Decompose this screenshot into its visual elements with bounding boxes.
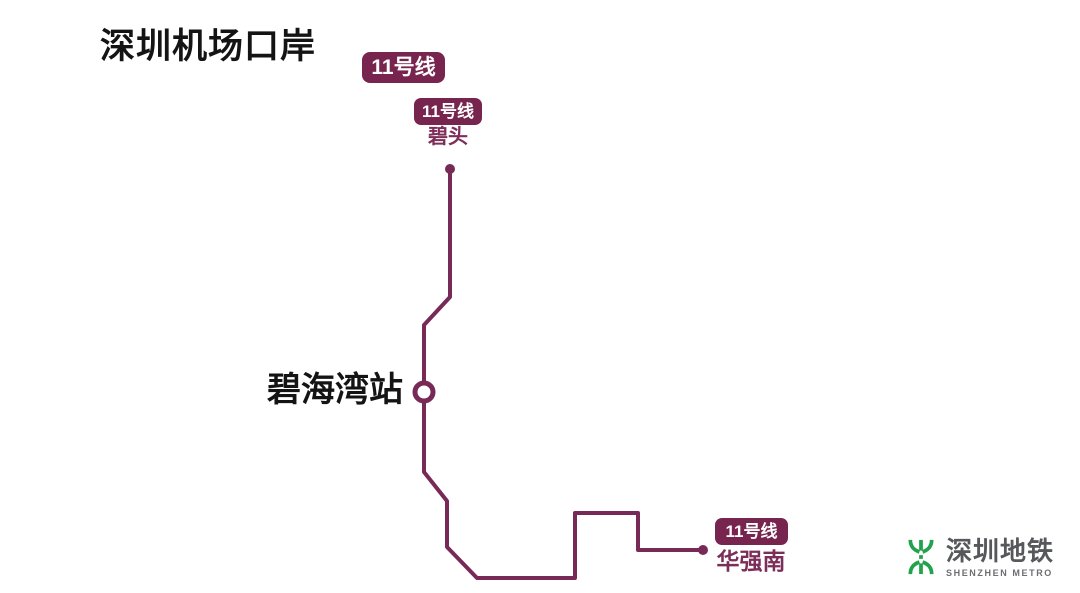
- line-11-badge: 11号线: [362, 52, 445, 83]
- station-label-huaqiangnan: 华强南: [716, 548, 786, 574]
- bitou-line-11-badge: 11号线: [414, 98, 482, 125]
- station-label-bitou: 碧头: [428, 126, 468, 148]
- bitou-terminus-dot: [445, 164, 455, 174]
- huaqiangnan-terminus-dot: [698, 545, 708, 555]
- shenzhen-metro-logo-icon: [908, 539, 934, 575]
- shenzhen-metro-logo: 深圳地铁 SHENZHEN METRO: [905, 538, 1054, 578]
- logo-name-cn: 深圳地铁: [946, 536, 1055, 566]
- page-title: 深圳机场口岸: [100, 27, 317, 66]
- line-11-path: [422, 169, 703, 580]
- huaqiangnan-line-11-badge: 11号线: [715, 518, 788, 545]
- bihaiwan-station-marker: [412, 380, 436, 404]
- station-label-bihaiwan: 碧海湾站: [267, 371, 403, 409]
- logo-text: 深圳地铁 SHENZHEN METRO: [946, 538, 1054, 578]
- logo-name-en: SHENZHEN METRO: [946, 568, 1053, 578]
